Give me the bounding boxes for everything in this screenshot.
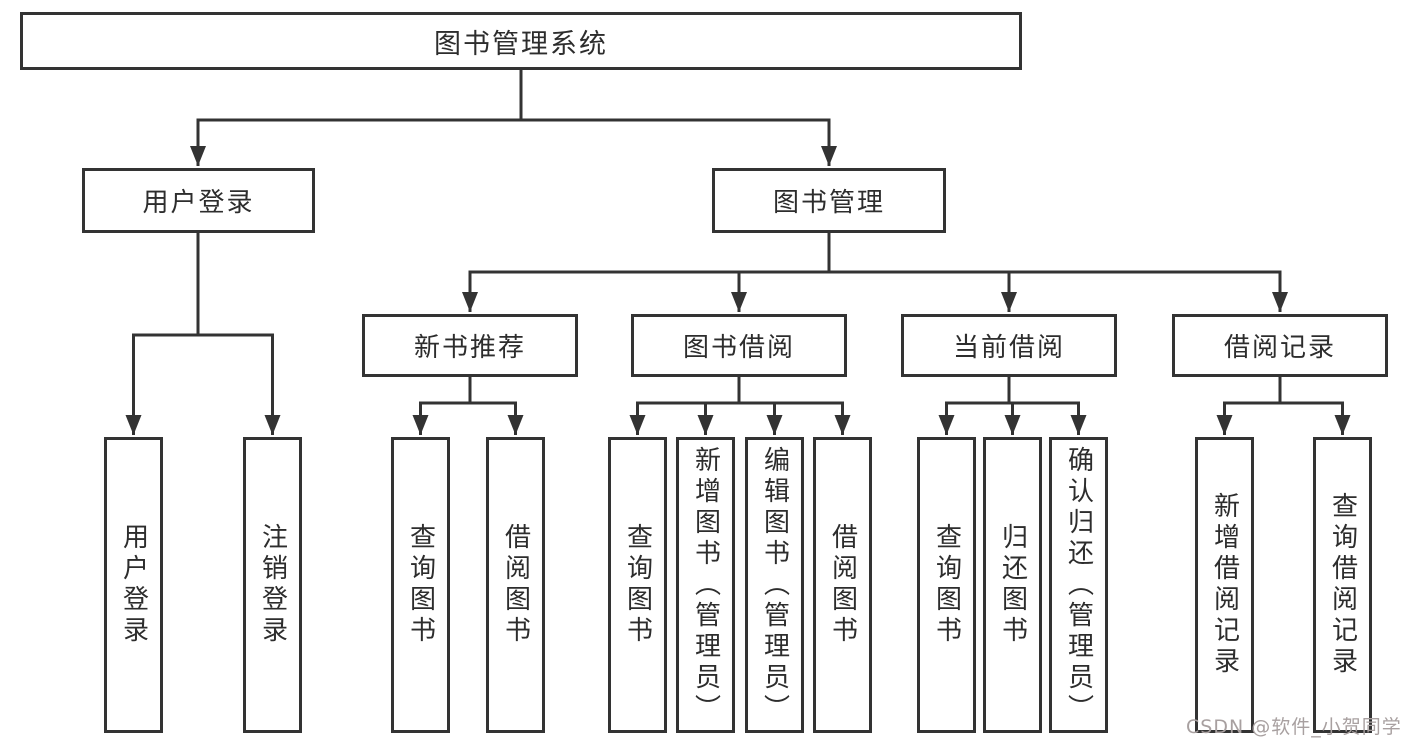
node-book-borrow: 图书借阅 — [631, 314, 847, 377]
leaf-cb-query-books: 查询图书 — [917, 437, 976, 733]
node-library-system-label: 图书管理系统 — [434, 28, 608, 60]
connector-borrow-record-children — [1216, 377, 1351, 435]
node-current-borrow-label: 当前借阅 — [952, 333, 1065, 363]
leaf-bb-borrow-books: 借阅图书 — [813, 437, 872, 733]
leaf-bb-edit-books-admin: 编辑图书（管理员） — [745, 437, 804, 733]
leaf-br-add-record-label: 新增借阅记录 — [1209, 492, 1240, 678]
leaf-bb-query-books-label: 查询图书 — [622, 523, 653, 647]
leaf-cb-query-books-label: 查询图书 — [931, 523, 962, 647]
connector-new-book-children — [412, 377, 524, 435]
connector-book-borrow-children — [629, 377, 851, 435]
node-book-management-label: 图书管理 — [772, 188, 885, 218]
node-new-book-recommend-label: 新书推荐 — [413, 333, 526, 363]
connector-root-to-level2 — [190, 70, 837, 166]
leaf-cb-return-books-label: 归还图书 — [997, 523, 1028, 647]
leaf-br-query-record: 查询借阅记录 — [1313, 437, 1372, 733]
node-borrow-records-label: 借阅记录 — [1223, 333, 1336, 363]
connector-current-borrow-children — [938, 377, 1087, 435]
node-current-borrow: 当前借阅 — [901, 314, 1117, 377]
leaf-nb-borrow-books-label: 借阅图书 — [500, 523, 531, 647]
leaf-logout-label: 注销登录 — [257, 523, 288, 647]
leaf-nb-query-books: 查询图书 — [391, 437, 450, 733]
leaf-cb-return-books: 归还图书 — [983, 437, 1042, 733]
leaf-bb-edit-books-admin-label: 编辑图书（管理员） — [759, 445, 790, 725]
leaf-cb-confirm-return-admin-label: 确认归还（管理员） — [1063, 445, 1094, 725]
connector-book-mgmt-to-level3 — [462, 233, 1288, 312]
leaf-bb-query-books: 查询图书 — [608, 437, 667, 733]
node-library-system: 图书管理系统 — [20, 12, 1022, 70]
leaf-logout: 注销登录 — [243, 437, 302, 733]
leaf-cb-confirm-return-admin: 确认归还（管理员） — [1049, 437, 1108, 733]
leaf-bb-borrow-books-label: 借阅图书 — [827, 523, 858, 647]
node-book-borrow-label: 图书借阅 — [682, 333, 795, 363]
node-user-login-label: 用户登录 — [142, 188, 255, 218]
leaf-bb-add-books-admin-label: 新增图书（管理员） — [690, 445, 721, 725]
node-user-login: 用户登录 — [82, 168, 315, 233]
leaf-bb-add-books-admin: 新增图书（管理员） — [676, 437, 735, 733]
leaf-nb-borrow-books: 借阅图书 — [486, 437, 545, 733]
node-book-management: 图书管理 — [712, 168, 946, 233]
leaf-br-add-record: 新增借阅记录 — [1195, 437, 1254, 733]
leaf-br-query-record-label: 查询借阅记录 — [1327, 492, 1358, 678]
csdn-watermark: CSDN @软件_小贺同学 — [1186, 716, 1402, 738]
leaf-user-login: 用户登录 — [104, 437, 163, 733]
leaf-user-login-label: 用户登录 — [118, 523, 149, 647]
connector-user-login-children — [125, 233, 281, 435]
node-new-book-recommend: 新书推荐 — [362, 314, 578, 377]
node-borrow-records: 借阅记录 — [1172, 314, 1388, 377]
leaf-nb-query-books-label: 查询图书 — [405, 523, 436, 647]
